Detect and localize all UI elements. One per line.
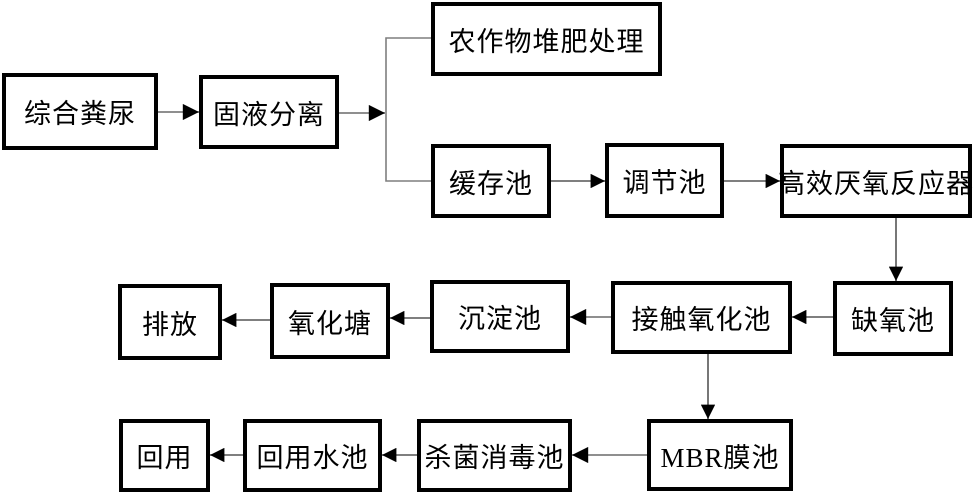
node-anoxic-pool: 缺氧池 bbox=[833, 281, 953, 356]
node-contact-oxidation: 接触氧化池 bbox=[611, 281, 792, 354]
node-discharge: 排放 bbox=[118, 284, 222, 360]
node-crop-composting: 农作物堆肥处理 bbox=[431, 2, 662, 76]
connector-branch-junction bbox=[385, 37, 431, 182]
node-anaerobic-reactor: 高效厌氧反应器 bbox=[778, 144, 973, 218]
node-buffer-pool: 缓存池 bbox=[431, 144, 551, 218]
node-manure: 综合粪尿 bbox=[2, 73, 158, 150]
node-solid-liquid-sep: 固液分离 bbox=[199, 75, 339, 149]
node-oxidation-pond: 氧化塘 bbox=[270, 283, 390, 359]
node-sedimentation-pool: 沉淀池 bbox=[430, 280, 570, 353]
node-reuse-water-pool: 回用水池 bbox=[243, 419, 382, 492]
node-regulating-pool: 调节池 bbox=[605, 143, 724, 218]
node-mbr-membrane-pool: MBR膜池 bbox=[647, 419, 793, 491]
node-reuse: 回用 bbox=[119, 419, 210, 492]
node-disinfection-pool: 杀菌消毒池 bbox=[417, 419, 572, 492]
